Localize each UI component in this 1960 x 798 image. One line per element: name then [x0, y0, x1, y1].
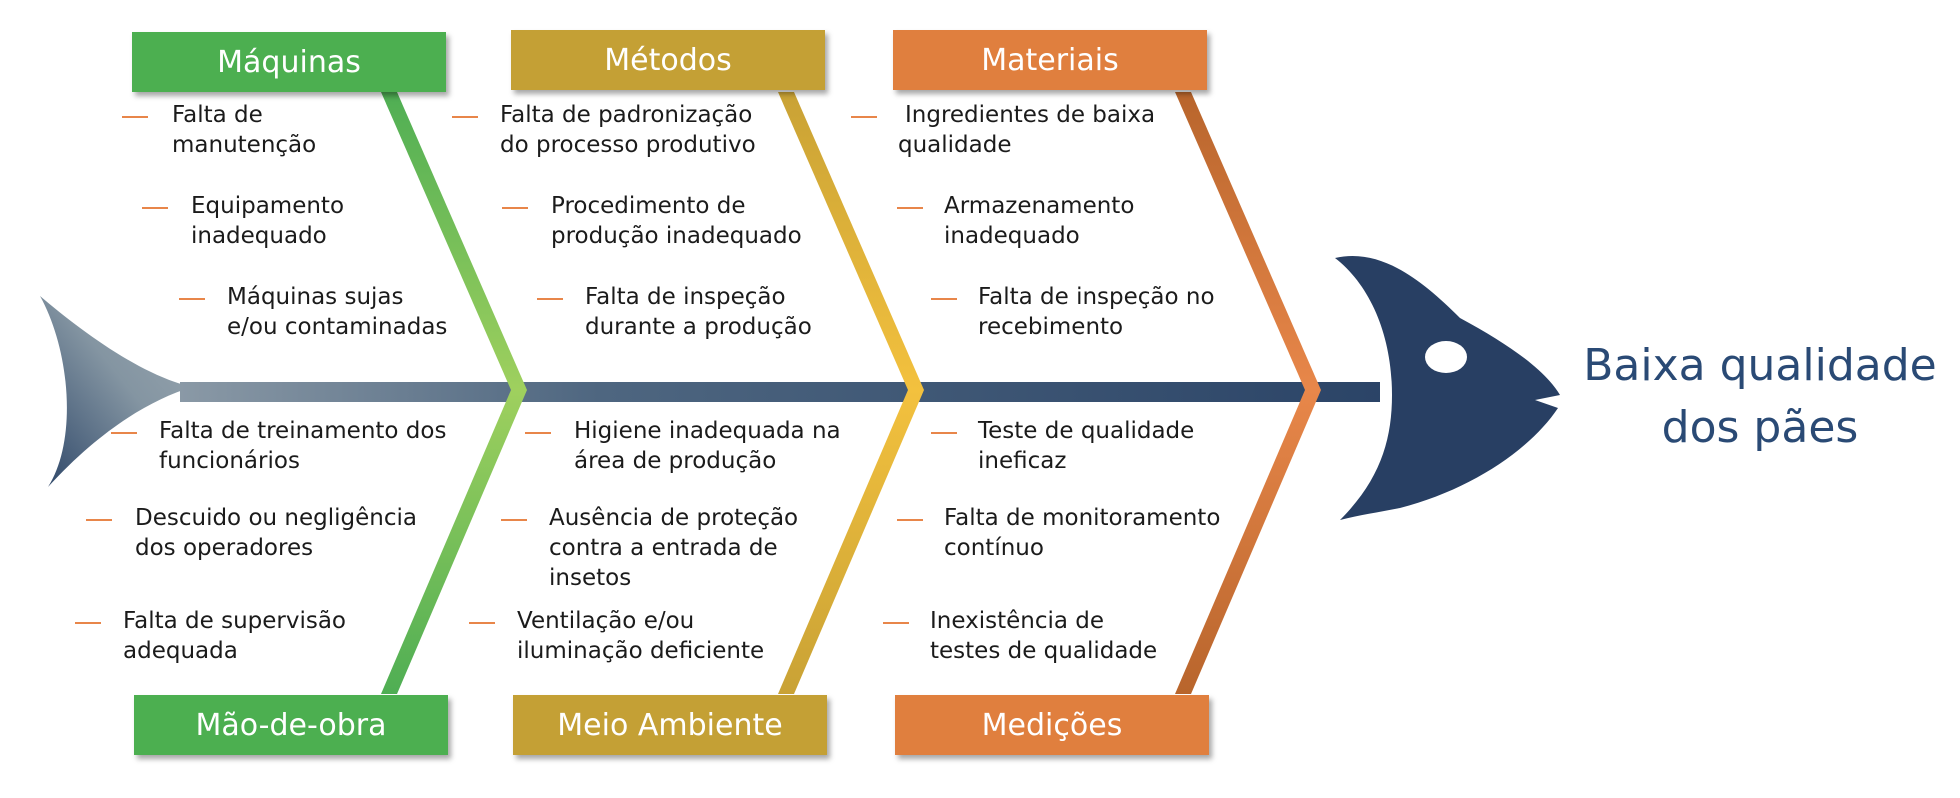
cause-item: Falta de supervisão adequada — [123, 606, 346, 666]
bullet-dash — [931, 298, 957, 300]
cause-line: Ingredientes de baixa — [898, 100, 1155, 130]
cause-line: manutenção — [172, 130, 316, 160]
bullet-dash — [179, 298, 205, 300]
bullet-dash — [883, 622, 909, 624]
cause-line: Falta de supervisão — [123, 606, 346, 636]
bullet-dash — [111, 432, 137, 434]
effect-line-2: dos pães — [1560, 397, 1960, 459]
bullet-dash — [501, 519, 527, 521]
effect-line-1: Baixa qualidade — [1560, 335, 1960, 397]
cause-line: contínuo — [944, 533, 1220, 563]
cause-line: Máquinas sujas — [227, 282, 447, 312]
cause-line: Falta de treinamento dos — [159, 416, 446, 446]
fish-spine — [180, 382, 1380, 402]
cause-line: durante a produção — [585, 312, 812, 342]
category-medicoes: Medições — [895, 695, 1209, 755]
cause-line: Ventilação e/ou — [517, 606, 764, 636]
cause-line: dos operadores — [135, 533, 417, 563]
effect-label: Baixa qualidade dos pães — [1560, 335, 1960, 459]
cause-line: área de produção — [574, 446, 841, 476]
bullet-dash — [75, 622, 101, 624]
category-label: Máquinas — [217, 45, 361, 80]
cause-item: Falta de monitoramento contínuo — [944, 503, 1220, 563]
cause-line: iluminação deficiente — [517, 636, 764, 666]
category-label: Meio Ambiente — [557, 708, 782, 743]
cause-item: Ventilação e/ou iluminação deficiente — [517, 606, 764, 666]
cause-item: Falta de treinamento dos funcionários — [159, 416, 446, 476]
cause-item: Higiene inadequada na área de produção — [574, 416, 841, 476]
bullet-dash — [897, 207, 923, 209]
cause-line: Equipamento — [191, 191, 344, 221]
bullet-dash — [469, 622, 495, 624]
cause-item: Falta de inspeção durante a produção — [585, 282, 812, 342]
bullet-dash — [851, 116, 877, 118]
cause-line: contra a entrada de — [549, 533, 798, 563]
fish-eye — [1425, 341, 1467, 373]
cause-item: Máquinas sujas e/ou contaminadas — [227, 282, 447, 342]
cause-line: produção inadequado — [551, 221, 802, 251]
cause-item: Armazenamento inadequado — [944, 191, 1134, 251]
bullet-dash — [452, 116, 478, 118]
bullet-dash — [537, 298, 563, 300]
cause-item: Falta de inspeção no recebimento — [978, 282, 1215, 342]
bullet-dash — [86, 519, 112, 521]
cause-line: recebimento — [978, 312, 1215, 342]
cause-item: Falta de padronização do processo produt… — [500, 100, 756, 160]
cause-line: Inexistência de — [930, 606, 1157, 636]
cause-line: testes de qualidade — [930, 636, 1157, 666]
bullet-dash — [142, 207, 168, 209]
cause-line: inadequado — [944, 221, 1134, 251]
category-meio-ambiente: Meio Ambiente — [513, 695, 827, 755]
cause-line: Ausência de proteção — [549, 503, 798, 533]
cause-line: Falta de inspeção — [585, 282, 812, 312]
cause-line: inadequado — [191, 221, 344, 251]
cause-line: Teste de qualidade — [978, 416, 1194, 446]
cause-line: insetos — [549, 563, 798, 593]
cause-item: Inexistência de testes de qualidade — [930, 606, 1157, 666]
category-label: Medições — [982, 708, 1123, 743]
category-label: Mão-de-obra — [195, 708, 386, 743]
cause-line: Falta de inspeção no — [978, 282, 1215, 312]
cause-line: qualidade — [898, 130, 1155, 160]
cause-line: Falta de — [172, 100, 316, 130]
cause-line: adequada — [123, 636, 346, 666]
cause-item: Equipamento inadequado — [191, 191, 344, 251]
cause-item: Teste de qualidade ineficaz — [978, 416, 1194, 476]
cause-line: funcionários — [159, 446, 446, 476]
bullet-dash — [931, 432, 957, 434]
cause-item: Procedimento de produção inadequado — [551, 191, 802, 251]
cause-line: ineficaz — [978, 446, 1194, 476]
cause-line: Procedimento de — [551, 191, 802, 221]
bullet-dash — [502, 207, 528, 209]
cause-item: Descuido ou negligência dos operadores — [135, 503, 417, 563]
category-label: Métodos — [604, 43, 732, 78]
category-mao-de-obra: Mão-de-obra — [134, 695, 448, 755]
cause-line: Armazenamento — [944, 191, 1134, 221]
bone-materiais — [1175, 92, 1321, 390]
cause-line: Descuido ou negligência — [135, 503, 417, 533]
cause-line: Higiene inadequada na — [574, 416, 841, 446]
cause-line: Falta de monitoramento — [944, 503, 1220, 533]
category-metodos: Métodos — [511, 30, 825, 90]
cause-line: e/ou contaminadas — [227, 312, 447, 342]
bullet-dash — [122, 116, 148, 118]
cause-line: Falta de padronização — [500, 100, 756, 130]
cause-line: do processo produtivo — [500, 130, 756, 160]
category-maquinas: Máquinas — [132, 32, 446, 92]
cause-item: Ausência de proteção contra a entrada de… — [549, 503, 798, 593]
bullet-dash — [897, 519, 923, 521]
bullet-dash — [525, 432, 551, 434]
category-label: Materiais — [981, 43, 1119, 78]
category-materiais: Materiais — [893, 30, 1207, 90]
cause-item: Falta de manutenção — [172, 100, 316, 160]
cause-item: Ingredientes de baixa qualidade — [898, 100, 1155, 160]
